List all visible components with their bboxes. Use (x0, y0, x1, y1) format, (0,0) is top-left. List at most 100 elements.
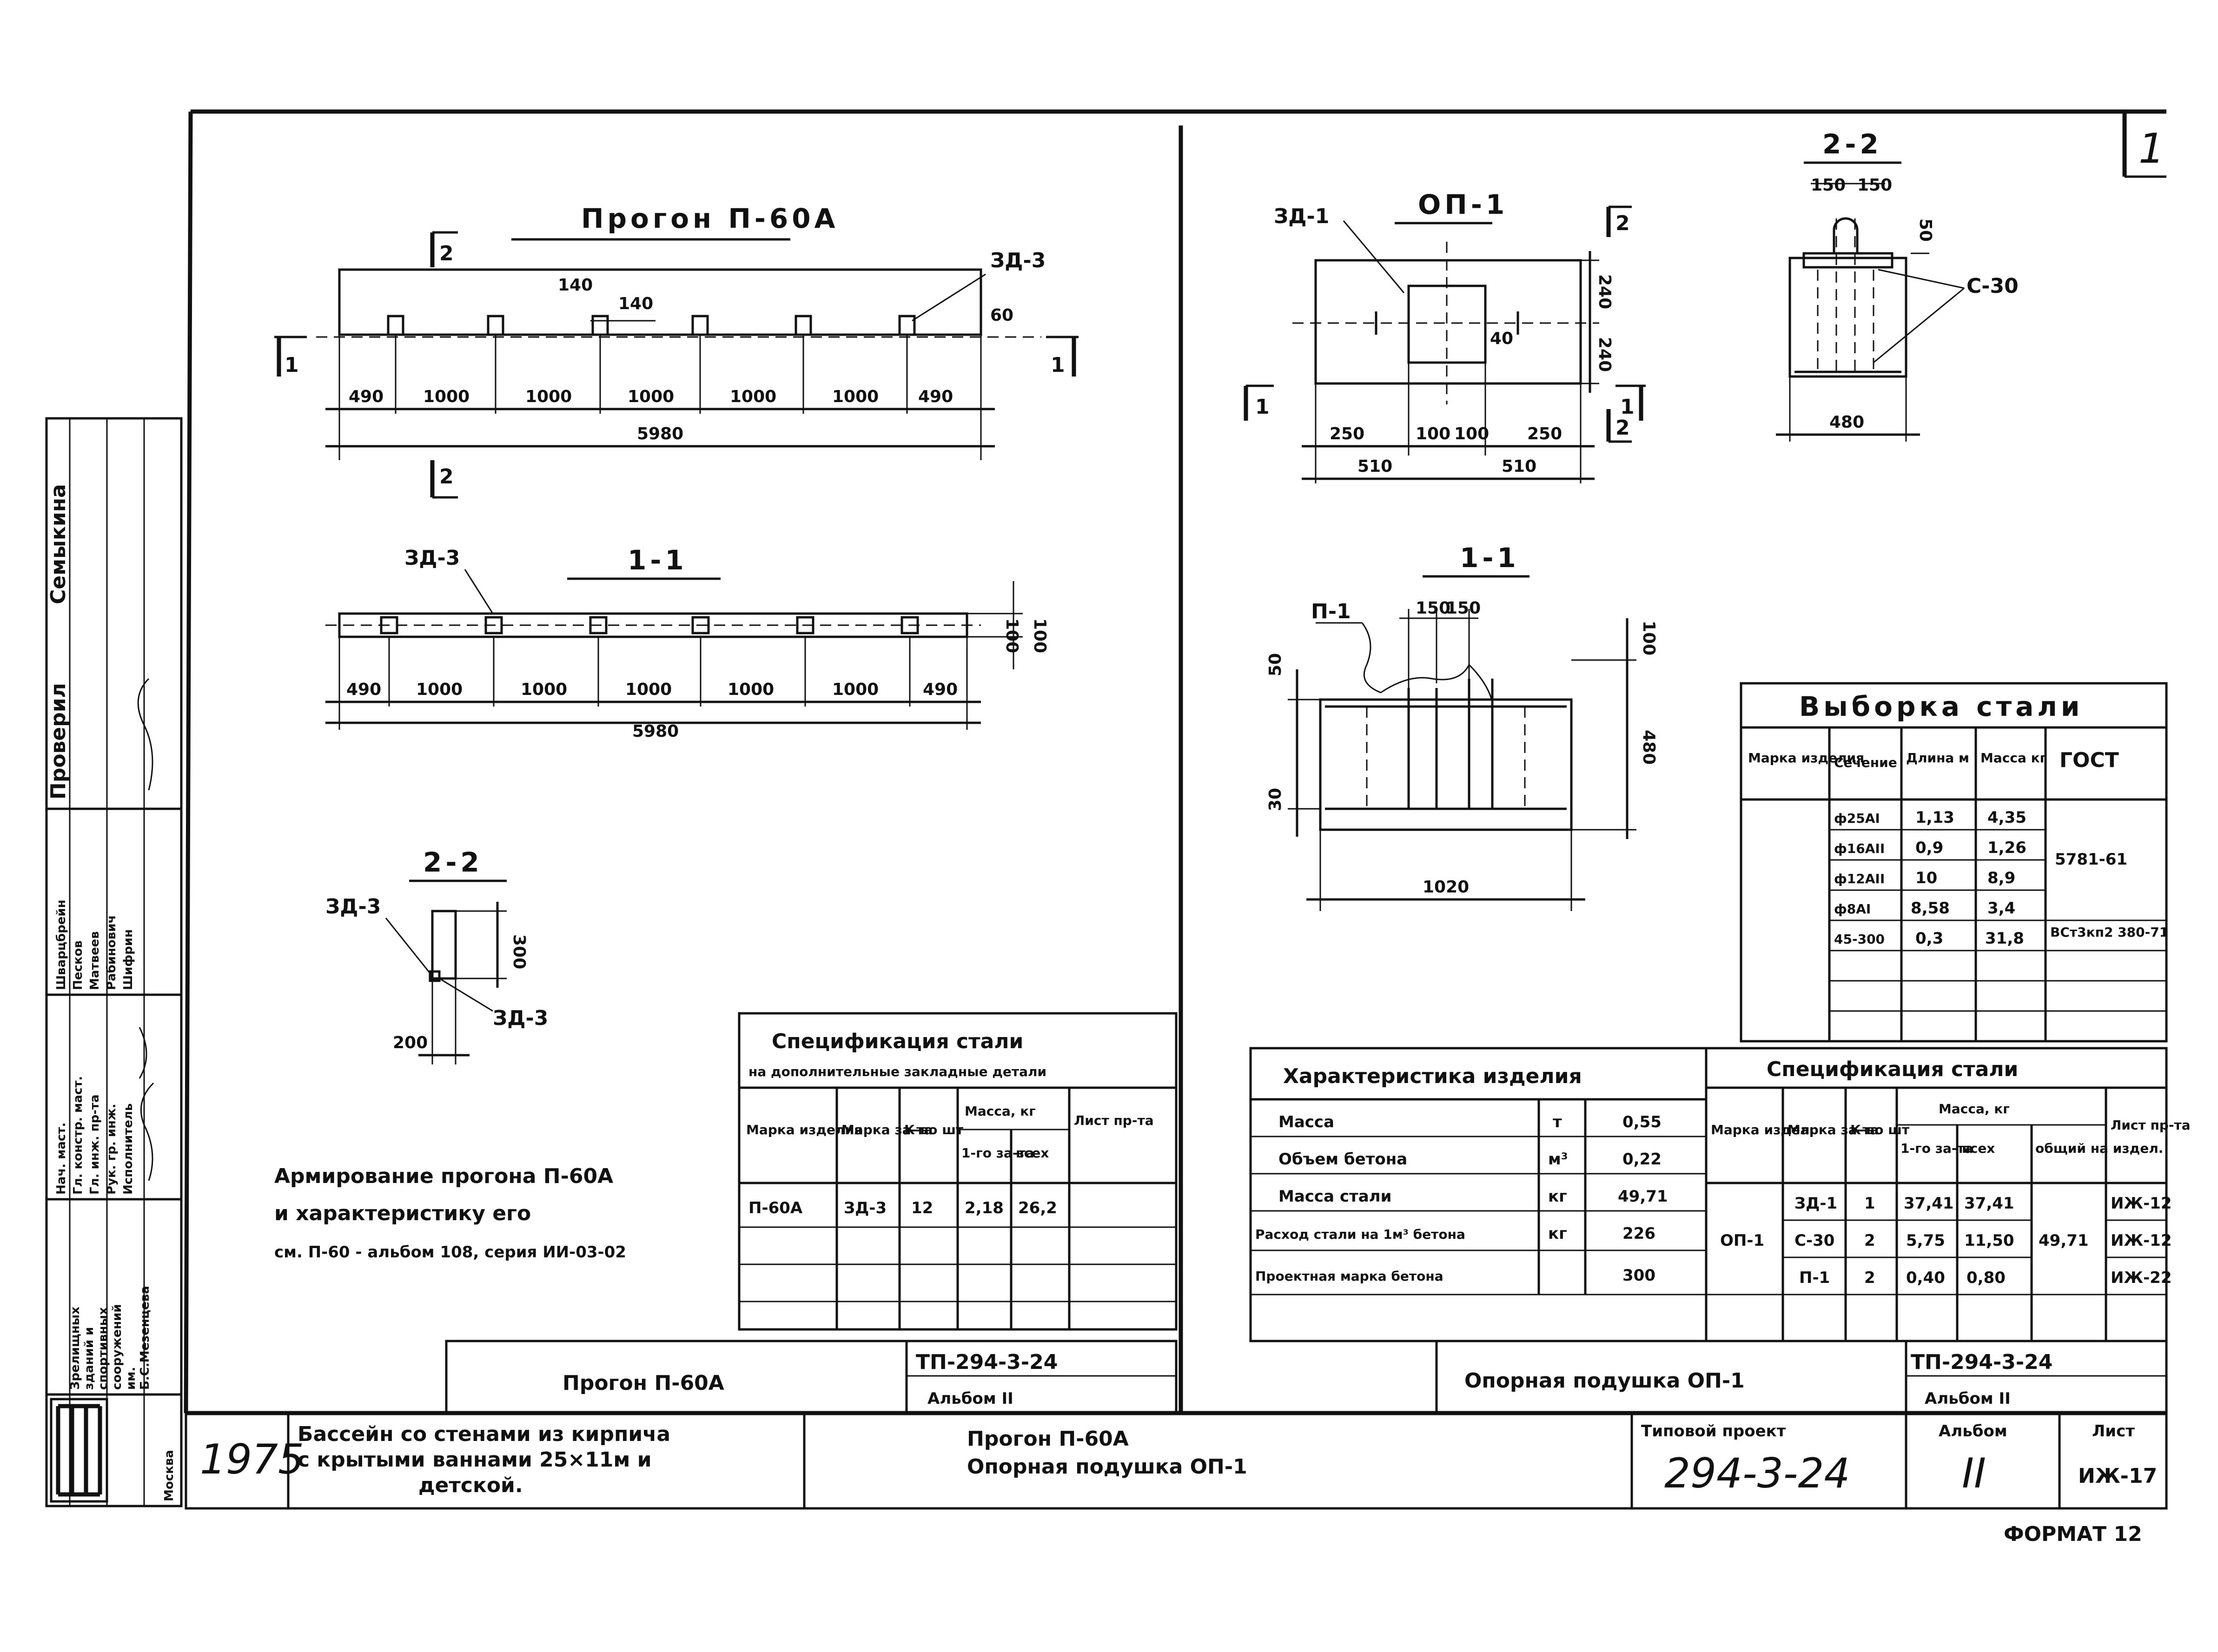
stamp-right: Опорная подушка ОП-1 ТП-294-3-24 Альбом … (1435, 1340, 2168, 1414)
dim-480: 480 (1829, 413, 1864, 432)
side-name: Шварцбрейн (54, 899, 68, 990)
spec-left-h: Масса, кг (965, 1104, 1036, 1119)
spec-right-cell: 37,41 (1964, 1194, 2014, 1213)
note-line: Армирование прогона П-60А (274, 1164, 613, 1188)
spec-right-h: Марка издел. (1711, 1122, 1814, 1137)
side-org-line: Б.С.Мезенцева (138, 1286, 152, 1390)
dim-top: 490 (918, 387, 953, 406)
side-role: Нач. маст. (54, 1123, 68, 1195)
embed-label-top: ЗД-3 (990, 249, 1046, 272)
purlin-title: Прогон П-60А (581, 203, 839, 234)
spec-right-cell: 1 (1864, 1194, 1875, 1213)
char-cell: Объем бетона (1278, 1150, 1407, 1169)
steel-sel-cell: 1,13 (1915, 808, 1954, 827)
spec-right-title: Спецификация стали (1767, 1057, 2018, 1081)
dim-140a: 140 (558, 276, 593, 295)
char-title: Характеристика изделия (1283, 1064, 1582, 1088)
cut-2-top: 2 (439, 242, 454, 265)
steel-sel-cell: 31,8 (1985, 929, 2024, 948)
spec-right-cell: 5,75 (1906, 1231, 1945, 1250)
dim-100: 100 (1030, 618, 1049, 653)
side-name: Песков (71, 940, 85, 990)
sheet-name-line: Прогон П-60А (967, 1427, 1129, 1451)
spec-right-cell: 2 (1864, 1269, 1875, 1287)
section-2-2-title: 2-2 (423, 846, 483, 878)
plan-dim: 250 (1527, 424, 1562, 443)
spec-right-h: 1-го за-та (1900, 1141, 1973, 1156)
steel-sel-cell: 1,26 (1987, 839, 2026, 857)
spec-right-total: 49,71 (2039, 1231, 2089, 1250)
object-line: Бассейн со стенами из кирпича (298, 1422, 670, 1446)
steel-sel-cell: 3,4 (1987, 899, 2015, 918)
pad-section-2-2: 2-2 150 150 50 С-30 480 (1776, 128, 2019, 442)
dim-total: 5980 (637, 424, 683, 443)
dim-140b: 140 (618, 294, 653, 313)
cut-2-bottom: 2 (439, 465, 454, 489)
side-org-line: им. (124, 1367, 138, 1390)
dims-22: 150 (1857, 176, 1892, 195)
spec-right-product: ОП-1 (1720, 1231, 1764, 1250)
plan-cut-2-bottom: 2 (1615, 416, 1630, 440)
plan-dim: 250 (1330, 424, 1364, 443)
plan-title: ОП-1 (1418, 189, 1508, 220)
dim-top: 1000 (628, 387, 674, 406)
stamp-left: Прогон П-60А ТП-294-3-24 Альбом II (445, 1340, 1178, 1414)
side-checked-name: Семыкина (46, 484, 70, 604)
dim-11: 490 (346, 680, 381, 699)
dim-30v: 30 (1266, 788, 1285, 811)
side-org-line: спортивных (96, 1307, 110, 1390)
embed-label-22a: ЗД-3 (325, 895, 381, 919)
side-org-line: Зрелищных (68, 1307, 82, 1390)
spec-right-cell: 0,80 (1966, 1269, 2006, 1287)
dim-11: 1000 (625, 680, 672, 699)
title-year: 1975 (200, 1435, 304, 1483)
spec-left-h: всех (1016, 1145, 1049, 1161)
title-block: 1975 Бассейн со стенами из кирпича с кры… (185, 1412, 2168, 1510)
pad-22-title: 2-2 (1822, 128, 1882, 160)
purlin-note: Армирование прогона П-60А и характеристи… (274, 1164, 626, 1262)
label-c30: С-30 (1966, 274, 2019, 298)
cut-1-right: 1 (1051, 353, 1065, 377)
side-checked-label: Проверил (46, 683, 70, 800)
spec-left-cell: П-60А (748, 1199, 803, 1217)
char-cell: 300 (1622, 1266, 1655, 1285)
steel-sel-cell: ф16АII (1834, 841, 1885, 856)
dim-200: 200 (393, 1033, 428, 1052)
object-line: с крытыми ваннами 25×11м и (298, 1448, 652, 1472)
dims-11: 150 (1446, 599, 1481, 618)
note-line: см. П-60 - альбом 108, серия ИИ-03-02 (274, 1243, 626, 1262)
plan-h: 240 (1595, 337, 1614, 372)
stamp-left-code: ТП-294-3-24 (916, 1350, 1058, 1374)
spec-left-h: 1-го за-та (961, 1145, 1034, 1161)
spec-left-h: Марка изделия (746, 1122, 862, 1137)
steel-sel-cell: 4,35 (1987, 808, 2026, 827)
section-1-1-title: 1-1 (628, 544, 688, 576)
spec-right-cell: 11,50 (1964, 1231, 2014, 1250)
spec-right-h: Марка за-та (1788, 1122, 1879, 1137)
dim-11: 1000 (521, 680, 567, 699)
plan-cut-1-right: 1 (1620, 395, 1635, 419)
pad-section-1-1: 1-1 П-1 150 150 100 480 50 30 1020 (1266, 542, 1658, 911)
side-role: Рук. гр. инж. (105, 1104, 119, 1195)
spec-table-left: Спецификация стали на дополнительные зак… (738, 1012, 1178, 1331)
dim-40: 40 (1490, 329, 1513, 348)
char-cell: 0,22 (1622, 1150, 1662, 1169)
purlin-section-1-1: 1-1 ЗД-3 100 100 490 (325, 544, 1049, 741)
spec-right-cell: ИЖ-12 (2111, 1231, 2172, 1250)
dim-top: 1000 (423, 387, 470, 406)
plan-dim: 100 (1454, 424, 1489, 443)
dim-top: 1000 (730, 387, 776, 406)
char-cell: Масса (1278, 1113, 1334, 1131)
char-cell: 0,55 (1622, 1113, 1662, 1131)
spec-left-h: К-во шт (904, 1122, 964, 1137)
project-label: Типовой проект (1641, 1422, 1786, 1441)
spec-right-cell: П-1 (1799, 1269, 1830, 1287)
char-cell: м³ (1548, 1150, 1568, 1169)
char-cell: т (1553, 1113, 1562, 1131)
note-line: и характеристику его (274, 1202, 531, 1225)
side-role: Гл. констр. маст. (71, 1076, 85, 1195)
stamp-left-album: Альбом II (927, 1389, 1013, 1408)
spec-left-h: Марка за-та (841, 1122, 933, 1137)
spec-left-h: Лист пр-та (1074, 1113, 1154, 1128)
